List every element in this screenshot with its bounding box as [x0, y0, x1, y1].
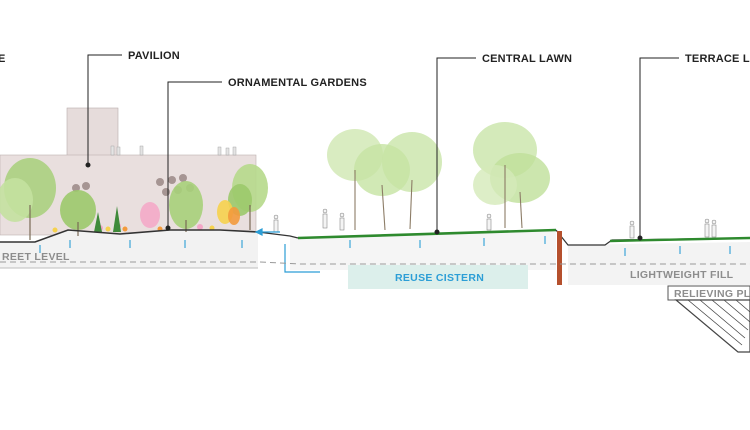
label-relieving-platform: RELIEVING PLA [674, 288, 750, 300]
label-ornamental-gardens: ORNAMENTAL GARDENS [228, 77, 367, 89]
retaining-wall [557, 231, 562, 285]
people [273, 208, 717, 239]
reuse-cistern [348, 265, 528, 289]
label-terrace-lawn: TERRACE LAW [685, 53, 750, 65]
terrace-lawn-surface [609, 236, 750, 243]
trees-central-lawn [327, 122, 550, 231]
datum-line [0, 261, 750, 265]
central-lawn-surface [297, 228, 557, 240]
label-lightweight-fill: LIGHTWEIGHT FILL [630, 269, 734, 281]
trees-left [0, 158, 268, 240]
ground-surface [0, 228, 750, 246]
label-edge-left: E [0, 53, 6, 65]
drainage-marks [39, 236, 731, 256]
relieving-platform [667, 285, 750, 353]
label-reuse-cistern: REUSE CISTERN [395, 272, 484, 284]
label-central-lawn: CENTRAL LAWN [482, 53, 572, 65]
ornamental-planting [52, 200, 240, 233]
label-pavilion: PAVILION [128, 50, 180, 62]
water-flow-arrows [254, 228, 320, 273]
leader-lines [85, 54, 679, 241]
soil-layers [0, 230, 750, 285]
label-street-level: REET LEVEL [2, 251, 70, 263]
